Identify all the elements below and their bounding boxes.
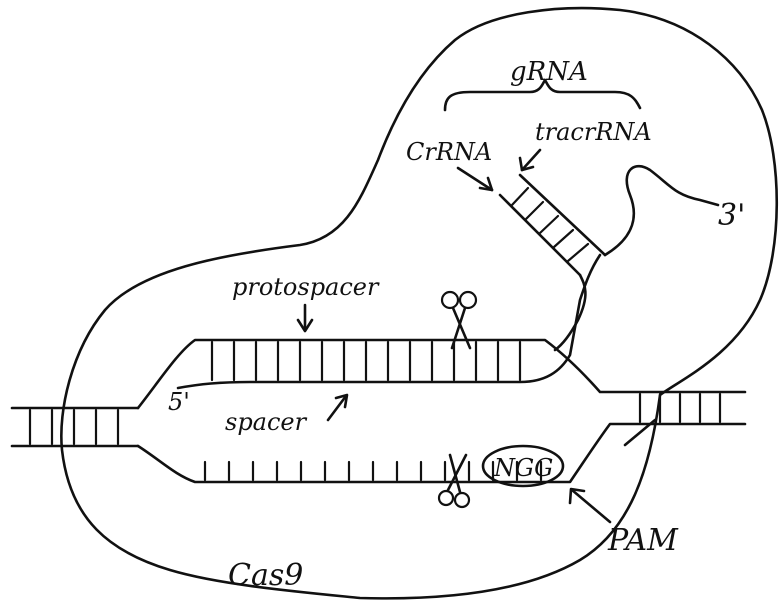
tracrrna-label: tracrRNA — [535, 118, 652, 146]
dna-left-duplex — [12, 408, 138, 446]
pam-label: PAM — [607, 523, 679, 558]
crrna-label: CrRNA — [406, 138, 492, 166]
pam-sequence-label: NGG — [493, 454, 553, 482]
grna-duplex — [500, 166, 718, 350]
protospacer-label: protospacer — [232, 273, 380, 301]
tracrrna-arrow — [520, 150, 540, 170]
cas9-label: Cas9 — [228, 558, 303, 593]
five-prime-label: 5' — [168, 388, 190, 416]
cas9-outline — [61, 8, 776, 598]
spacer-label: spacer — [225, 408, 308, 436]
protospacer-arrow — [298, 305, 312, 331]
dna-right-duplex — [640, 394, 720, 422]
spacer-arrow — [328, 395, 347, 420]
pam-arrow — [570, 489, 610, 522]
three-prime-label: 3' — [718, 198, 745, 233]
protospacer-strand — [138, 340, 745, 408]
grna-label: gRNA — [510, 57, 588, 87]
crrna-arrow — [458, 168, 492, 190]
